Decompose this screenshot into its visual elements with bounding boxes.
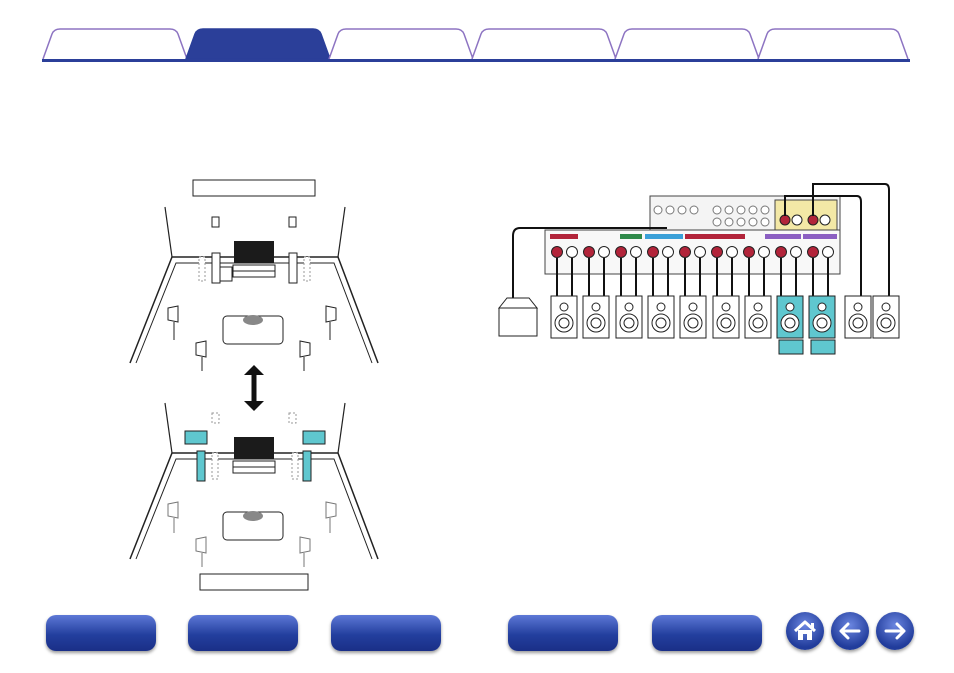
speaker-terminal <box>551 246 563 258</box>
forward-button[interactable] <box>876 612 914 650</box>
top-room <box>129 206 379 371</box>
speaker-terminal <box>743 246 755 258</box>
speaker <box>550 295 578 339</box>
speaker-terminal <box>775 246 787 258</box>
double-vertical-arrow <box>244 365 264 411</box>
wiring-diagram <box>497 183 900 355</box>
speaker-terminal <box>679 246 691 258</box>
highlight-tag-left <box>184 430 208 445</box>
speaker-terminal <box>615 246 627 258</box>
nav-button-3[interactable] <box>331 615 441 651</box>
speaker-terminal <box>647 246 659 258</box>
tab-4[interactable] <box>471 28 617 59</box>
speaker-terminal <box>822 246 834 258</box>
nav-button-1[interactable] <box>46 615 156 651</box>
speaker <box>808 295 836 339</box>
speaker <box>582 295 610 339</box>
speaker-terminal <box>758 246 770 258</box>
tab-2[interactable] <box>185 28 331 59</box>
arrow-left-icon <box>839 622 861 640</box>
speaker-terminal <box>583 246 595 258</box>
speaker-terminal <box>726 246 738 258</box>
receiver-rear-panel <box>544 195 841 275</box>
tab-underline <box>42 59 910 62</box>
speaker <box>744 295 772 339</box>
arrow-right-icon <box>884 622 906 640</box>
nav-button-5[interactable] <box>652 615 762 651</box>
speaker-terminal <box>694 246 706 258</box>
speaker <box>615 295 643 339</box>
speaker <box>844 295 872 339</box>
speaker-terminal <box>711 246 723 258</box>
nav-button-4[interactable] <box>508 615 618 651</box>
speaker-terminal <box>598 246 610 258</box>
tab-5[interactable] <box>614 28 760 59</box>
top-room-caption-box <box>192 179 316 197</box>
speaker <box>679 295 707 339</box>
bottom-room <box>129 402 379 567</box>
nav-button-2[interactable] <box>188 615 298 651</box>
tab-1[interactable] <box>42 28 188 59</box>
home-icon <box>793 620 817 640</box>
speaker <box>647 295 675 339</box>
speaker-terminal <box>630 246 642 258</box>
tab-bar <box>0 0 954 62</box>
back-button[interactable] <box>831 612 869 650</box>
highlight-tag-a <box>778 339 804 355</box>
highlight-tag-right <box>302 430 326 445</box>
speaker-terminal <box>807 246 819 258</box>
speaker <box>872 295 900 339</box>
subwoofer <box>497 297 539 337</box>
home-button[interactable] <box>786 612 824 650</box>
speaker-cables <box>512 183 890 300</box>
speaker-terminal <box>790 246 802 258</box>
speaker <box>776 295 804 339</box>
highlight-tag-b <box>810 339 836 355</box>
tab-6[interactable] <box>757 28 909 59</box>
speaker <box>712 295 740 339</box>
bottom-room-caption-box <box>199 573 309 591</box>
speaker-terminal <box>566 246 578 258</box>
room-layout-diagram <box>129 179 379 591</box>
tab-3[interactable] <box>328 28 474 59</box>
speaker-terminal <box>662 246 674 258</box>
